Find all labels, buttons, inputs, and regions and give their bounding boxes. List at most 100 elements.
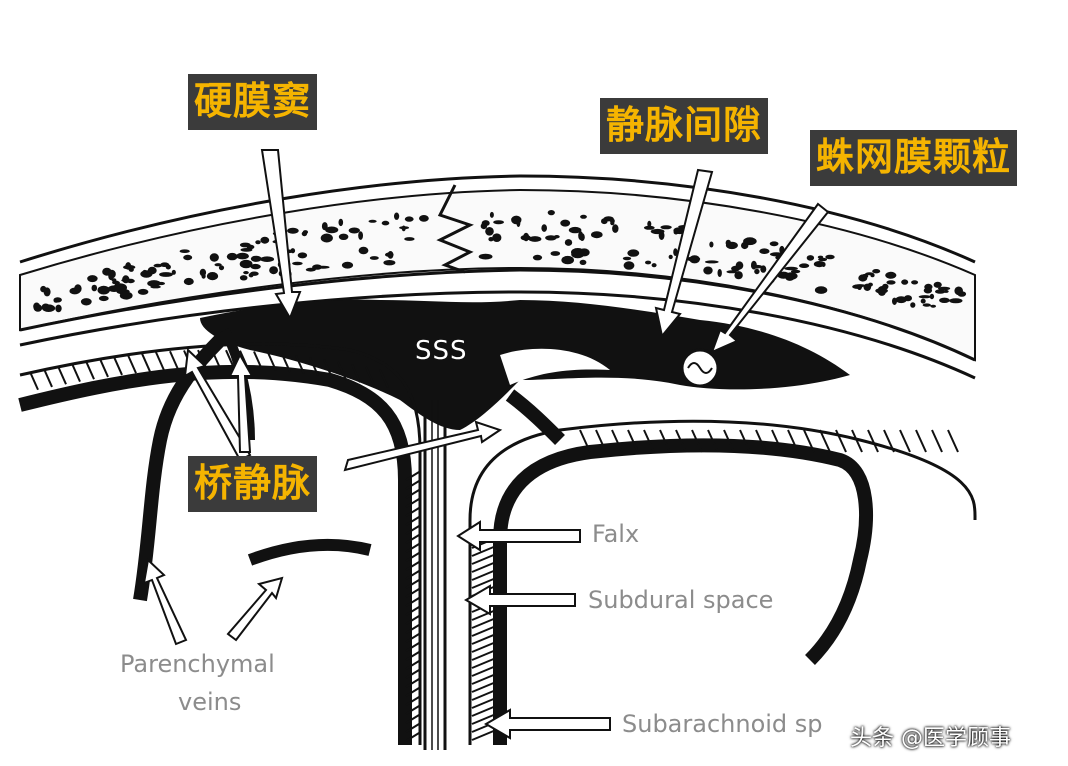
diploe-speckle (863, 283, 872, 291)
trabecula (405, 624, 420, 634)
diploe-speckle (910, 302, 916, 308)
trabecula (405, 534, 420, 544)
diploe-speckle (91, 284, 98, 292)
diploe-speckle (580, 214, 587, 219)
diploe-speckle (673, 227, 685, 234)
trabecula (739, 429, 751, 453)
trabecula (405, 705, 420, 715)
diploe-speckle (784, 266, 798, 271)
trabecula (323, 359, 333, 378)
diploe-speckle (394, 212, 400, 220)
diploe-speckle (250, 255, 262, 262)
diploe-speckle (591, 231, 603, 239)
diploe-speckle (814, 286, 828, 294)
diploe-speckle (492, 233, 502, 242)
trabecula (471, 697, 497, 709)
diploe-speckle (269, 266, 278, 275)
trabecula (471, 561, 497, 573)
diploe-speckle (623, 261, 635, 270)
trabecula (57, 365, 67, 385)
arrow-bridging-vein-2 (228, 352, 254, 453)
trabecula (405, 642, 420, 652)
diploe-speckle (137, 288, 149, 295)
diploe-speckle (541, 224, 547, 232)
trabecula (835, 429, 847, 453)
diploe-speckle (243, 271, 249, 275)
diploe-speckle (651, 263, 657, 268)
diploe-speckle (404, 216, 414, 222)
diploe-speckle (171, 269, 176, 275)
trabecula (405, 471, 420, 481)
diploe-speckle (150, 285, 161, 289)
arrow-parenchymal-2 (226, 576, 284, 642)
label-venous-lacunae: 静脉间隙 (600, 98, 769, 154)
trabecula (405, 588, 420, 598)
diploe-speckle (478, 253, 493, 260)
diploe-speckle (877, 287, 886, 296)
trabecula (851, 429, 863, 453)
diploe-speckle (226, 252, 238, 261)
pointer-arrows (142, 149, 830, 740)
left-cortex-line (18, 364, 412, 745)
diploe-speckle (255, 240, 261, 245)
diploe-speckle (248, 273, 254, 278)
diploe-speckle (601, 218, 608, 225)
diploe-speckle (153, 263, 163, 268)
diploe-speckle (53, 298, 59, 303)
trabecula (675, 429, 687, 453)
skull-outer-surface (19, 174, 976, 264)
diploe-speckle (709, 241, 714, 248)
diploe-speckle (865, 272, 874, 276)
diploe-speckle (292, 261, 303, 266)
trabecula (471, 617, 497, 629)
bridging-vein-left (133, 325, 235, 602)
diploe-speckle (929, 293, 935, 300)
trabecula (659, 429, 671, 453)
diploe-speckle (886, 280, 896, 285)
diploe-speckle (214, 263, 222, 267)
diploe-speckle (147, 280, 161, 287)
diploe-speckle (358, 246, 369, 255)
arrow-subdural (464, 584, 576, 616)
trabecula (29, 371, 39, 391)
diploe-speckle (42, 304, 56, 313)
diploe-speckle (547, 210, 555, 216)
diploe-speckle (911, 280, 919, 285)
trabecula (405, 597, 420, 607)
trabecula (99, 358, 109, 378)
diploe-speckle (726, 270, 737, 274)
diploe-speckle (785, 273, 792, 280)
diploe-speckle (806, 255, 815, 261)
diploe-speckle (725, 239, 731, 247)
trabecula (867, 429, 879, 453)
diploe-speckle (480, 223, 488, 230)
diploe-speckle (250, 263, 261, 270)
trabecula (295, 355, 305, 375)
diploe-speckle (108, 269, 116, 279)
diploe-speckle (918, 295, 932, 299)
trabecula (405, 651, 420, 661)
trabecula (225, 349, 235, 369)
diploe-speckle (818, 257, 828, 262)
trabecula (405, 687, 420, 697)
trabecula (405, 543, 420, 553)
diploe-speckle (121, 278, 133, 283)
diploe-speckle (348, 227, 360, 234)
right-pia-line (493, 438, 873, 745)
trabecula (471, 545, 497, 557)
trabecula (405, 489, 420, 499)
trabecula (579, 429, 591, 453)
label-subdural-space: Subdural space (588, 586, 774, 614)
trabecula (405, 516, 420, 526)
diploe-speckle (321, 222, 328, 231)
diploe-speckle (369, 256, 379, 260)
trabecula (947, 429, 959, 453)
diploe-speckle (383, 260, 396, 266)
diploe-speckle (703, 266, 713, 275)
diploe-speckle (922, 303, 931, 307)
falx (423, 380, 447, 750)
diploe-speckle (612, 224, 619, 233)
trabecula (471, 665, 497, 677)
diploe-speckle (305, 267, 316, 272)
trabecula (365, 366, 375, 386)
